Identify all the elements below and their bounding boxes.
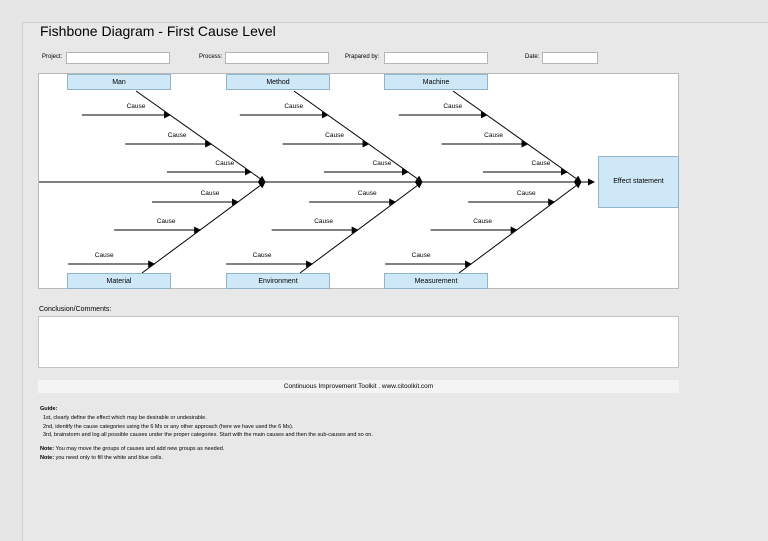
process-label: Process: — [199, 54, 223, 60]
cause-label[interactable]: Cause — [373, 160, 392, 167]
guide-line: 3rd, brainstorm and log all possible cau… — [43, 432, 373, 439]
cause-label[interactable]: Cause — [443, 103, 462, 110]
category-bone — [141, 181, 266, 274]
cause-label[interactable]: Cause — [412, 252, 431, 259]
cause-label[interactable]: Cause — [215, 160, 234, 167]
guide-section: Guide: 1st, clearly define the effect wh… — [40, 405, 373, 463]
guide-line: 2nd, identify the cause categories using… — [43, 423, 294, 430]
cause-label[interactable]: Cause — [201, 190, 220, 197]
cause-label[interactable]: Cause — [95, 252, 114, 259]
conclusion-box[interactable] — [38, 316, 679, 368]
cause-label[interactable]: Cause — [517, 190, 536, 197]
fishbone-bones: CauseCauseCauseCauseCauseCauseCauseCause… — [39, 90, 595, 274]
category-bone — [299, 181, 423, 274]
prepared-by-field[interactable] — [384, 52, 488, 64]
category-method[interactable]: Method — [226, 74, 330, 90]
prepared-by-label: Prapared by: — [345, 54, 380, 60]
category-bone — [135, 90, 266, 183]
page-title: Fishbone Diagram - First Cause Level — [40, 23, 276, 39]
category-bone — [293, 90, 423, 183]
cause-label[interactable]: Cause — [532, 160, 551, 167]
note-label: Note: — [40, 446, 55, 453]
category-machine[interactable]: Machine — [384, 74, 488, 90]
cause-label[interactable]: Cause — [284, 103, 303, 110]
category-material[interactable]: Material — [67, 273, 171, 289]
cause-label[interactable]: Cause — [473, 218, 492, 225]
project-label: Project: — [42, 54, 63, 60]
guide-line: 1st, clearly define the effect which may… — [43, 414, 207, 421]
note-text: you need only to fill the white and blue… — [54, 454, 163, 461]
guide-heading: Guide: — [40, 406, 58, 412]
cause-label[interactable]: Cause — [168, 132, 187, 139]
process-field[interactable] — [225, 52, 329, 64]
cause-label[interactable]: Cause — [253, 252, 272, 259]
cause-label[interactable]: Cause — [314, 218, 333, 225]
date-label: Date: — [525, 54, 540, 60]
category-bone — [458, 181, 582, 274]
note-text: You may move the groups of causes and ad… — [54, 446, 225, 453]
cause-label[interactable]: Cause — [127, 103, 146, 110]
category-measurement[interactable]: Measurement — [384, 273, 488, 289]
footer-credit: Continuous Improvement Toolkit . www.cit… — [38, 380, 679, 393]
category-bone — [452, 90, 582, 183]
cause-label[interactable]: Cause — [325, 132, 344, 139]
cause-label[interactable]: Cause — [484, 132, 503, 139]
project-field[interactable] — [66, 52, 170, 64]
category-environment[interactable]: Environment — [226, 273, 330, 289]
cause-label[interactable]: Cause — [157, 218, 176, 225]
note-label: Note: — [40, 454, 55, 461]
cause-label[interactable]: Cause — [358, 190, 377, 197]
conclusion-label: Conclusion/Comments: — [39, 306, 112, 313]
date-field[interactable] — [542, 52, 598, 64]
category-man[interactable]: Man — [67, 74, 171, 90]
effect-statement[interactable]: Effect statement — [598, 156, 679, 208]
